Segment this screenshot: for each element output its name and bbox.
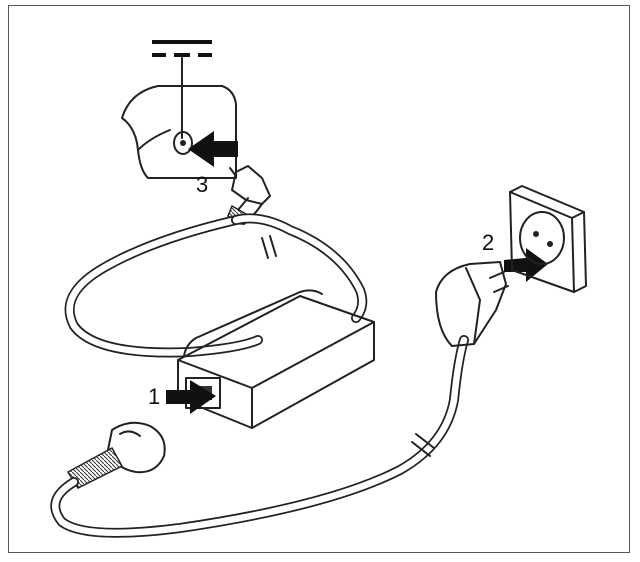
dc-symbol-icon [152, 40, 212, 139]
arrow-step-1-icon [166, 380, 216, 414]
ac-cord-plug-icon [66, 421, 166, 489]
arrow-step-2-icon [504, 248, 548, 282]
dc-in-socket-icon [173, 131, 193, 155]
power-adapter [177, 289, 375, 429]
arrow-step-3-icon [188, 131, 238, 167]
step-1-label: 1 [148, 384, 160, 409]
step-2-label: 2 [482, 230, 494, 255]
step-3-label: 3 [196, 172, 208, 197]
wall-socket-icon [509, 185, 587, 293]
laptop-dc-in-port [121, 85, 237, 179]
dc-cable [64, 213, 368, 358]
wall-plug-icon [435, 261, 509, 347]
ac-cable [50, 335, 469, 538]
